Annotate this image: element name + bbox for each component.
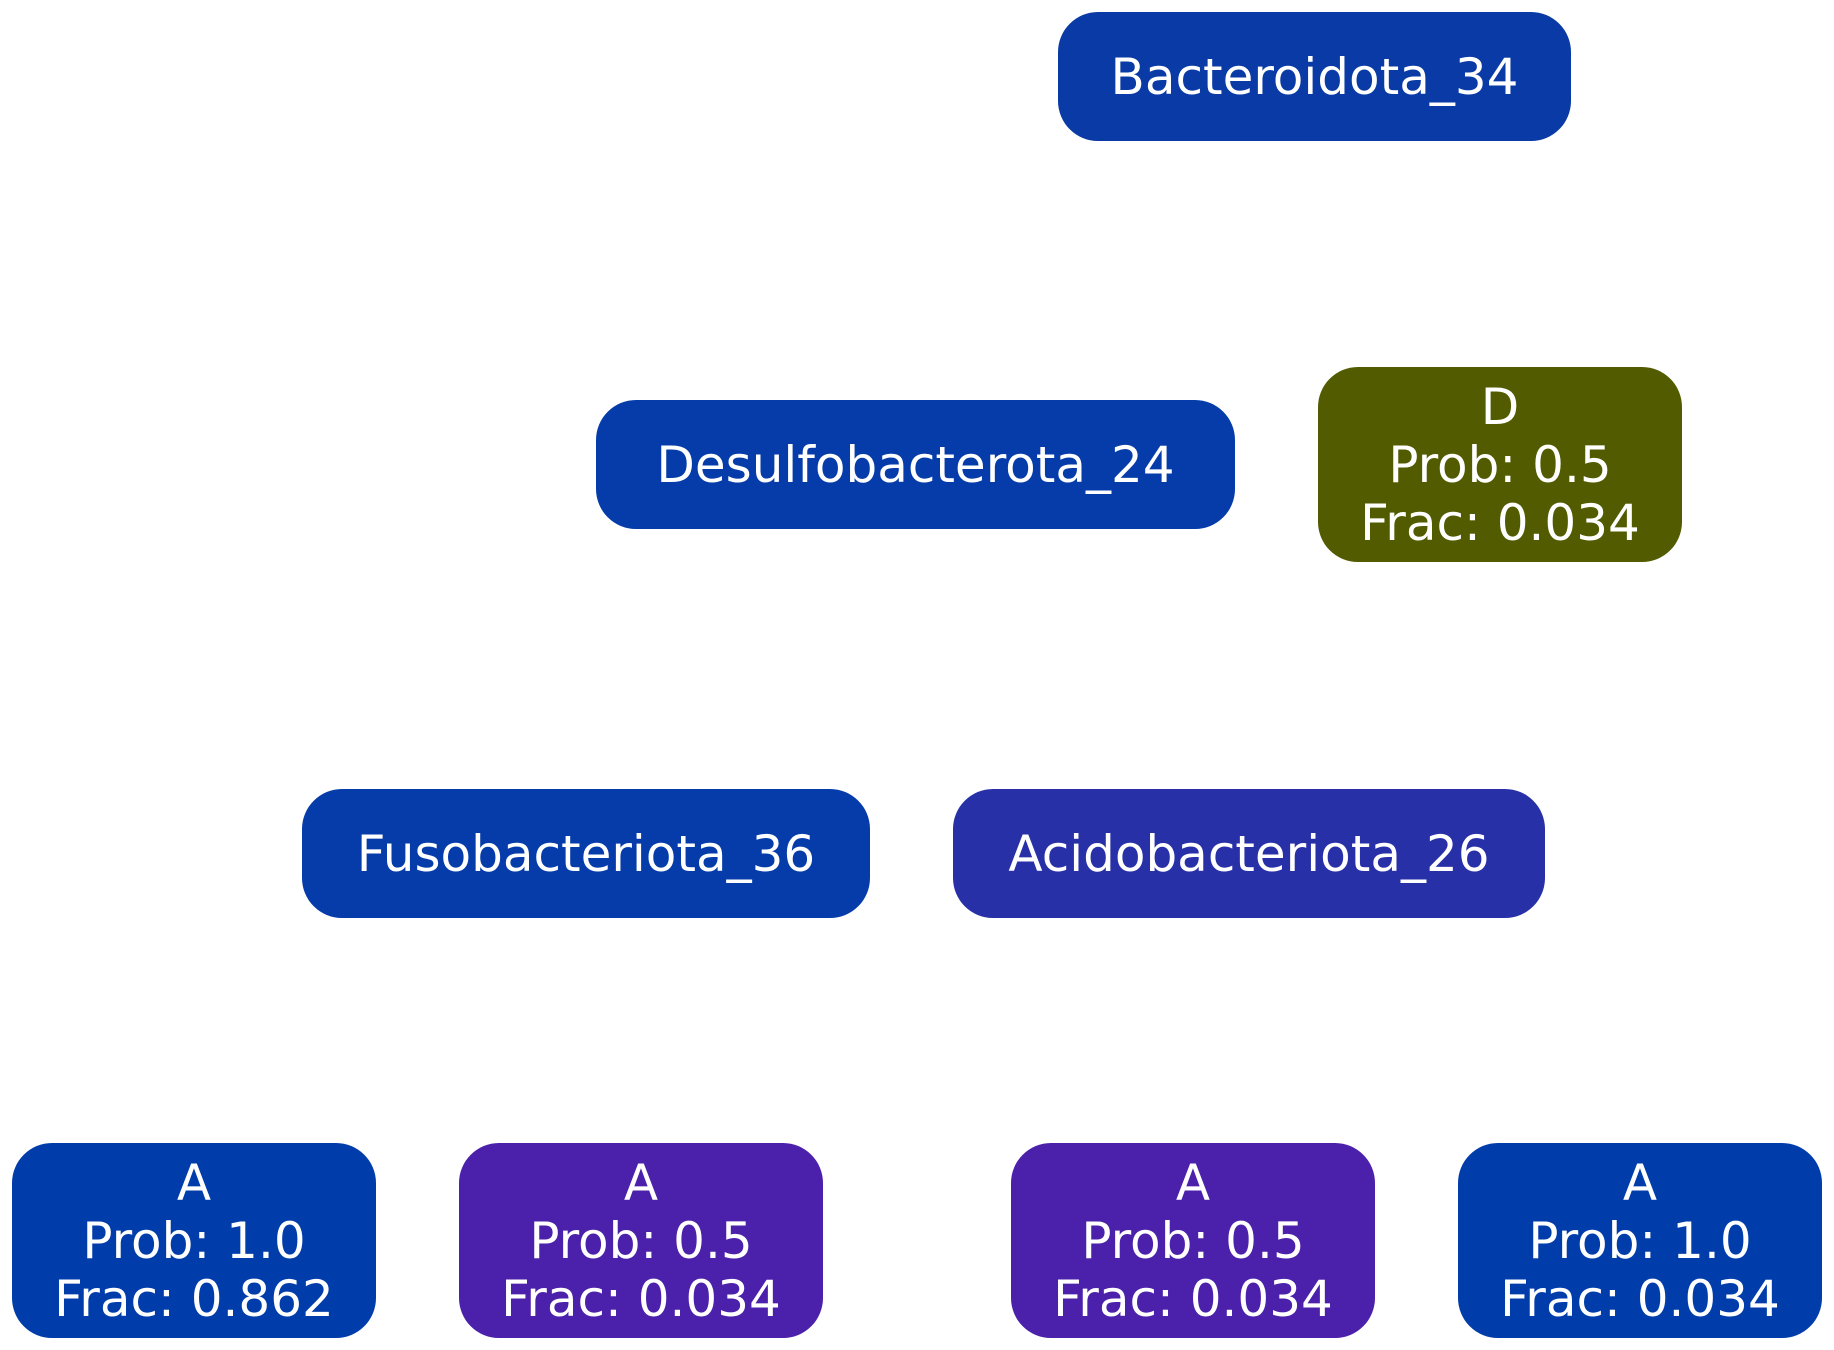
node-label: Fusobacteriota_36	[356, 824, 816, 883]
node-acidobacteriota: Acidobacteriota_26	[953, 789, 1545, 918]
leaf-prob: Prob: 0.5	[1388, 435, 1612, 494]
leaf-class: A	[1622, 1153, 1658, 1212]
leaf-prob: Prob: 0.5	[1081, 1211, 1305, 1270]
leaf-prob: Prob: 1.0	[82, 1211, 306, 1270]
node-label: Acidobacteriota_26	[1008, 824, 1490, 883]
leaf-node-d: D Prob: 0.5 Frac: 0.034	[1318, 367, 1682, 562]
leaf-frac: Frac: 0.034	[1500, 1269, 1780, 1328]
leaf-frac: Frac: 0.862	[54, 1269, 334, 1328]
leaf-class: A	[1175, 1153, 1211, 1212]
leaf-frac: Frac: 0.034	[501, 1269, 781, 1328]
leaf-prob: Prob: 0.5	[529, 1211, 753, 1270]
leaf-node-a-2: A Prob: 0.5 Frac: 0.034	[459, 1143, 823, 1338]
node-desulfobacterota: Desulfobacterota_24	[596, 400, 1235, 529]
node-label: Desulfobacterota_24	[656, 435, 1175, 494]
leaf-class: A	[623, 1153, 659, 1212]
node-fusobacteriota: Fusobacteriota_36	[302, 789, 870, 918]
leaf-frac: Frac: 0.034	[1053, 1269, 1333, 1328]
leaf-node-a-3: A Prob: 0.5 Frac: 0.034	[1011, 1143, 1375, 1338]
node-label: Bacteroidota_34	[1110, 47, 1519, 106]
node-bacteroidota: Bacteroidota_34	[1058, 12, 1571, 141]
leaf-node-a-4: A Prob: 1.0 Frac: 0.034	[1458, 1143, 1822, 1338]
leaf-node-a-1: A Prob: 1.0 Frac: 0.862	[12, 1143, 376, 1338]
leaf-prob: Prob: 1.0	[1528, 1211, 1752, 1270]
leaf-frac: Frac: 0.034	[1360, 493, 1640, 552]
leaf-class: D	[1480, 377, 1520, 436]
leaf-class: A	[176, 1153, 212, 1212]
